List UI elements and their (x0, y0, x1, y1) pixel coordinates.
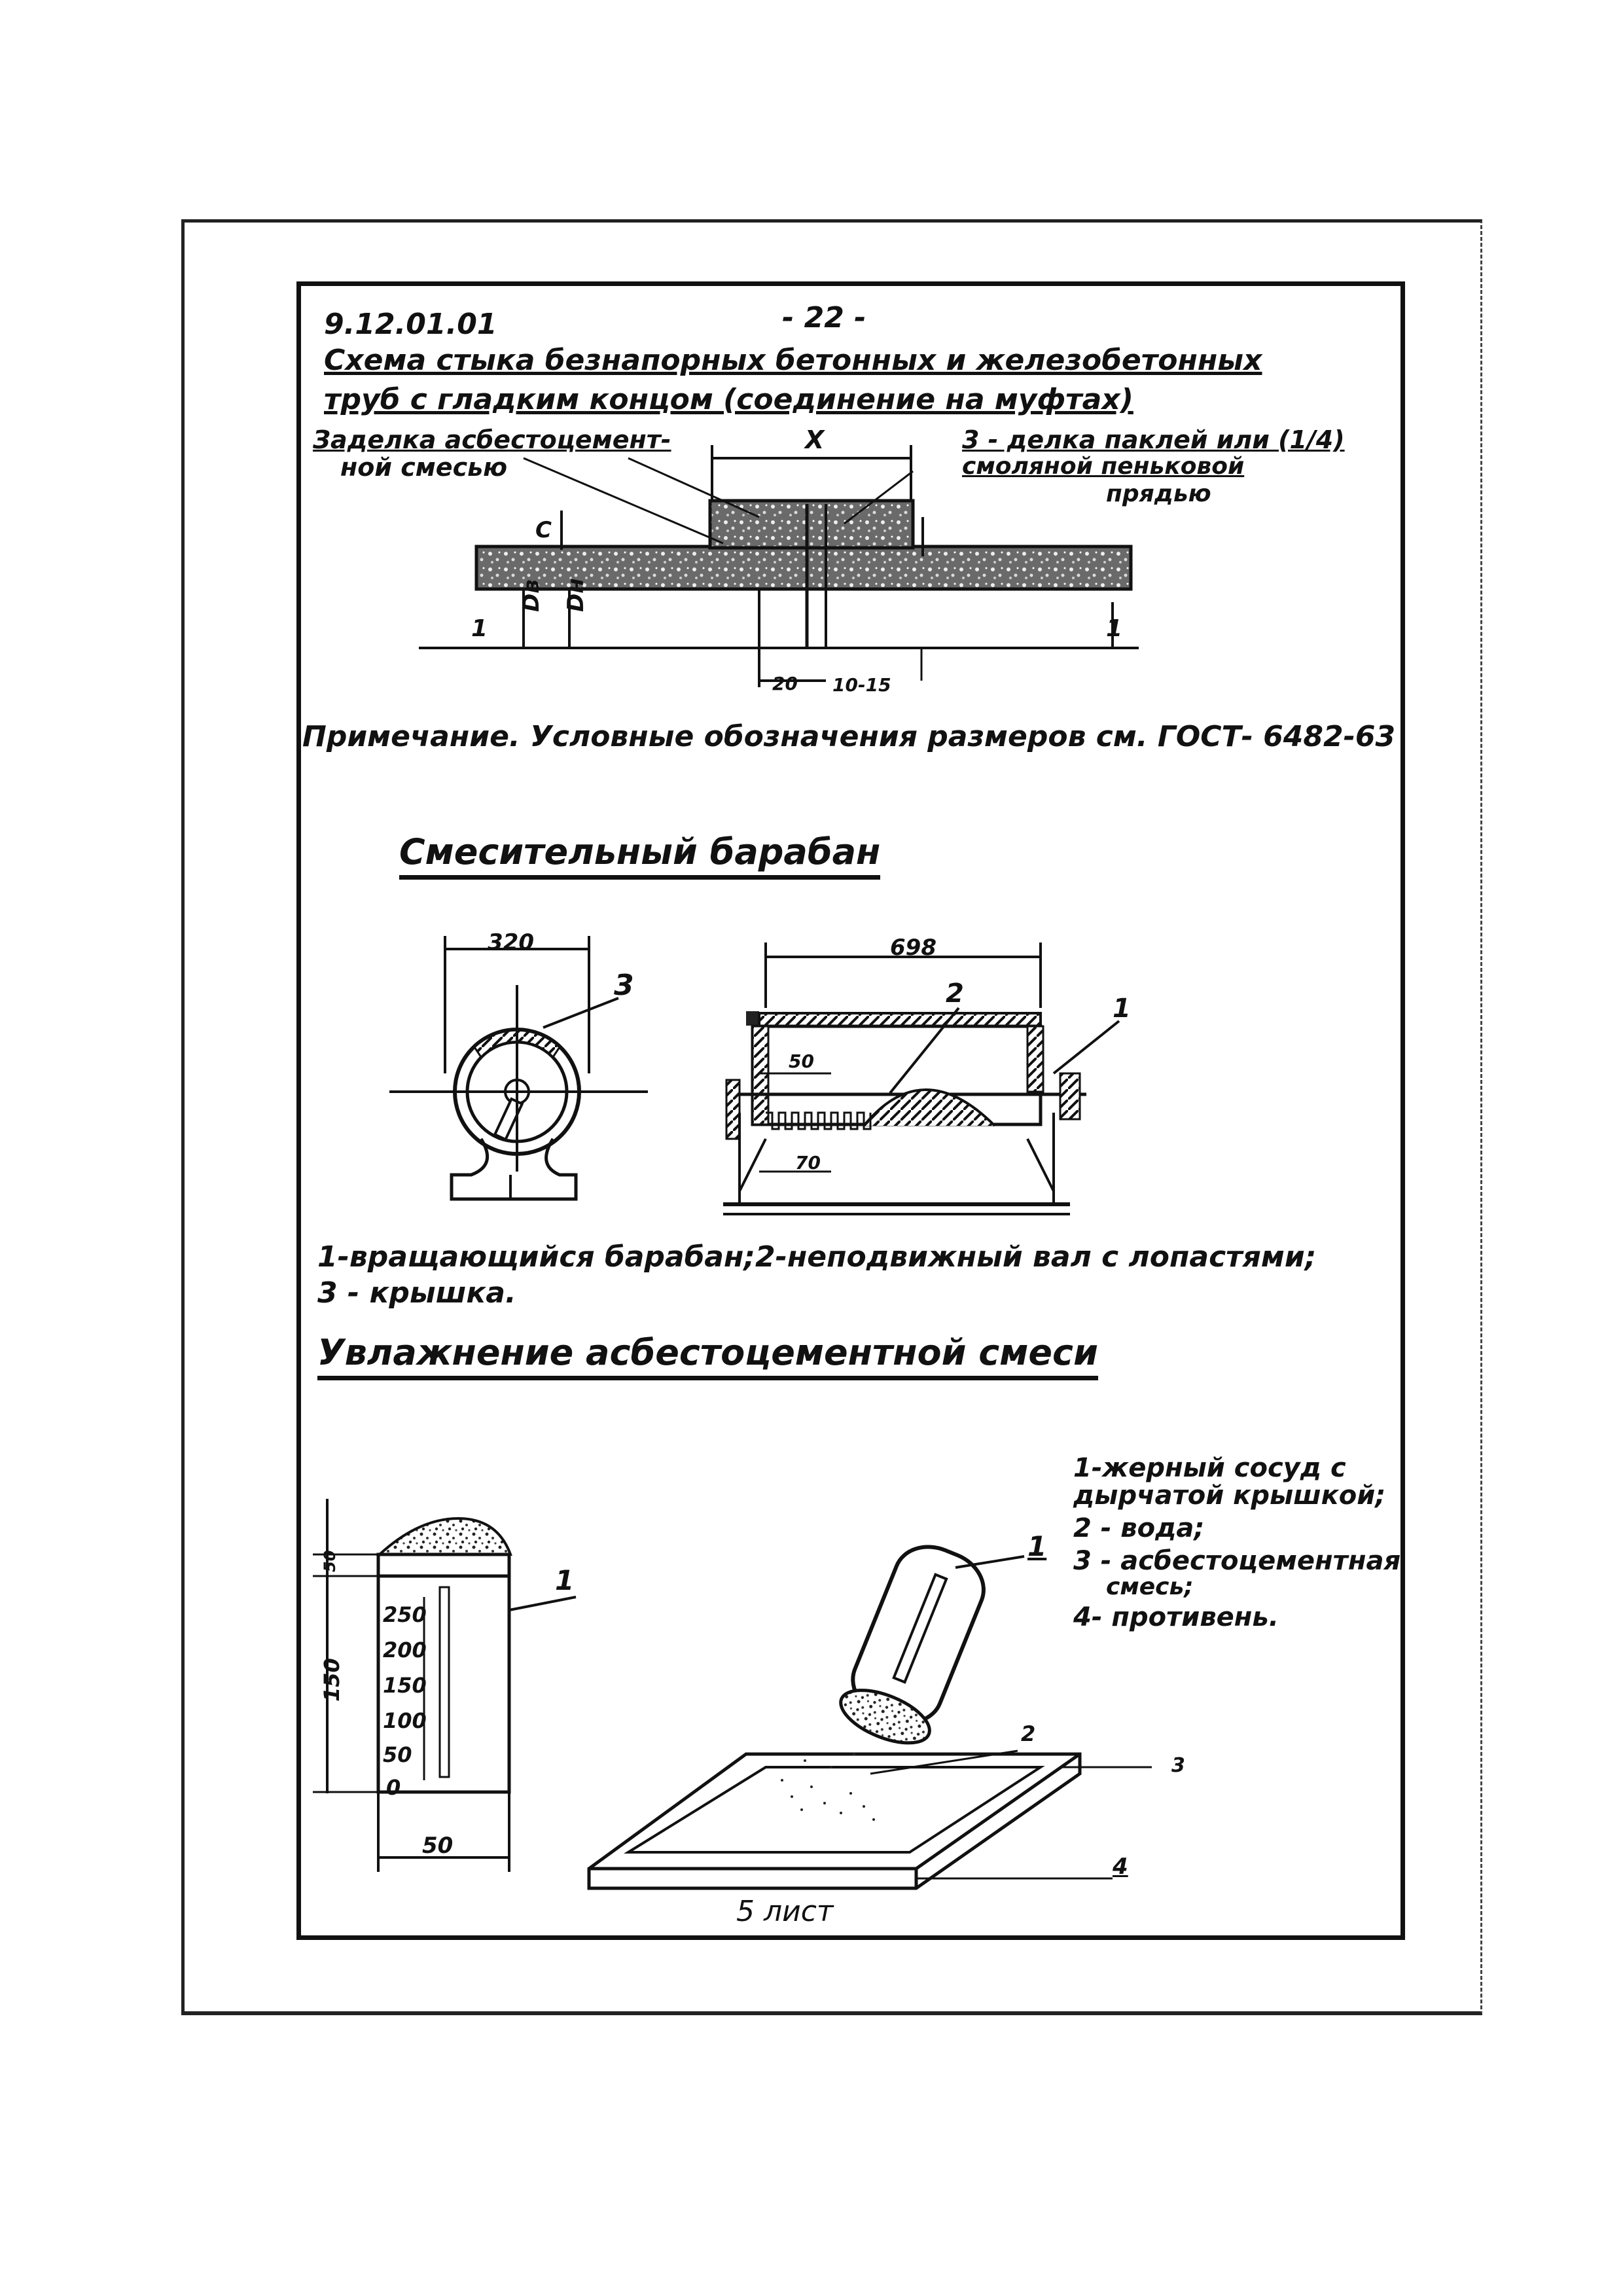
doc-code: 9.12.01.01 (324, 308, 497, 341)
label-strand-2: смоляной пеньковой (962, 453, 1245, 480)
inner-frame (296, 281, 1405, 1940)
scale-label-0: 0 (386, 1775, 401, 1800)
mixer-heading: Смесительный барабан (399, 831, 881, 880)
label-strand-3: прядью (1106, 480, 1211, 507)
dim-20: 20 (772, 673, 798, 694)
scale-label-150: 150 (383, 1673, 427, 1698)
vessel-dim-50: 50 (422, 1833, 454, 1859)
moistening-legend-5: смесь; (1106, 1573, 1194, 1600)
mixer-callout-3: 3 (614, 969, 634, 1002)
scale-label-50: 50 (383, 1742, 412, 1767)
mixer-dim-70: 70 (795, 1152, 821, 1174)
scale-label-100: 100 (383, 1708, 427, 1733)
mixer-legend-line-1: 1-вращающийся барабан;2-неподвижный вал … (317, 1240, 1317, 1274)
sheet-footer: 5 лист (736, 1895, 834, 1928)
dim-x: X (805, 425, 825, 454)
axis-mark-right: 1 (1106, 615, 1123, 642)
dim-c: C (535, 517, 552, 543)
moistening-legend-6: 4- противень. (1073, 1602, 1279, 1632)
mixer-callout-2: 2 (946, 978, 964, 1009)
axis-mark-left: 1 (471, 615, 488, 642)
tray-callout-4: 4 (1113, 1854, 1128, 1880)
outer-frame (181, 219, 1482, 2015)
mix-callout-3: 3 (1171, 1754, 1185, 1777)
scale-label-200: 200 (383, 1638, 427, 1662)
title-line-2: труб с гладким концом (соединение на муф… (324, 383, 1133, 416)
note: Примечание. Условные обозначения размеро… (302, 720, 1396, 753)
label-sealing-2: ной смесью (340, 453, 508, 482)
label-sealing: Заделка асбестоцемент- (313, 425, 671, 454)
mixer-callout-1: 1 (1113, 994, 1131, 1024)
label-strand: 3 - делка паклей или (1/4) (962, 425, 1345, 454)
dim-10-15: 10-15 (832, 674, 891, 696)
shaker-callout-1: 1 (1027, 1530, 1047, 1562)
scale-label-250: 250 (383, 1602, 427, 1627)
moistening-heading: Увлажнение асбестоцементной смеси (317, 1332, 1098, 1380)
title-line-1: Схема стыка безнапорных бетонных и желез… (324, 344, 1262, 377)
moistening-legend-4: 3 - асбестоцементная (1073, 1546, 1401, 1576)
vessel-dim-150: 150 (319, 1658, 344, 1702)
moistening-legend-2: дырчатой крышкой; (1073, 1480, 1386, 1511)
mixer-dim-698: 698 (890, 935, 936, 961)
water-callout-2: 2 (1021, 1721, 1036, 1746)
page-number: - 22 - (782, 301, 866, 334)
vessel-callout-1: 1 (555, 1564, 575, 1596)
vessel-dim-top: 50 (321, 1550, 339, 1572)
moistening-legend-3: 2 - вода; (1073, 1513, 1205, 1543)
mixer-dim-320: 320 (488, 929, 534, 956)
mixer-legend-line-2: 3 - крышка. (317, 1276, 516, 1310)
mixer-dim-50: 50 (789, 1050, 814, 1072)
moistening-legend-1: 1-жерный сосуд с (1073, 1453, 1346, 1483)
